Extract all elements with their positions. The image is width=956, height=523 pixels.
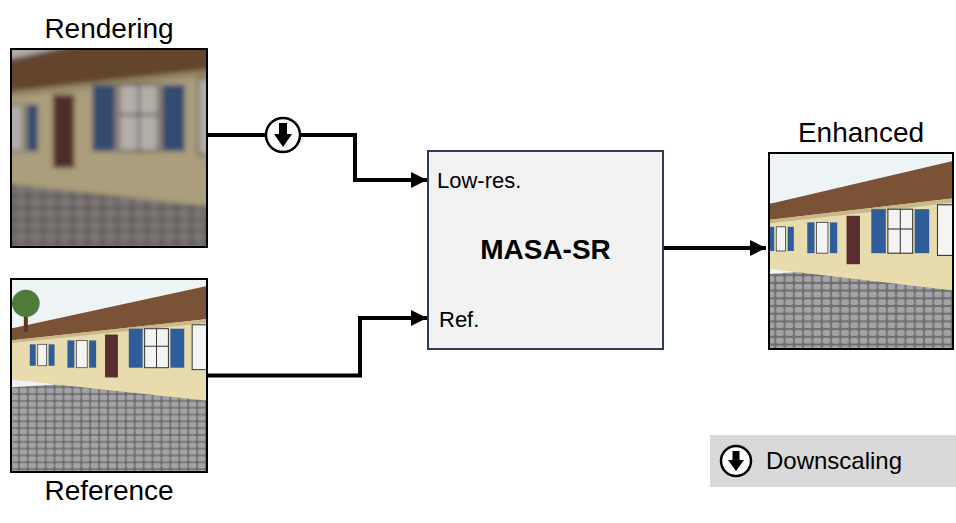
image-panel: Enhanced: [768, 152, 954, 350]
flow-arrow: [664, 246, 766, 250]
input-port-label: Ref.: [439, 307, 479, 332]
legend-label: Downscaling: [766, 435, 902, 487]
flow-arrow: [208, 318, 427, 376]
image-panel: Rendering: [10, 48, 208, 248]
input-port-label: Low-res.: [437, 168, 521, 193]
image-panel: Reference: [10, 278, 208, 473]
model-name: MASA-SR: [480, 234, 611, 266]
image-caption: Rendering: [44, 13, 173, 45]
image-caption: Enhanced: [798, 117, 924, 149]
image-caption: Reference: [44, 475, 173, 507]
process-box: Low-res. MASA-SR Ref.: [427, 150, 664, 350]
downscale-icon: [266, 118, 300, 152]
flow-arrow: [208, 135, 427, 180]
